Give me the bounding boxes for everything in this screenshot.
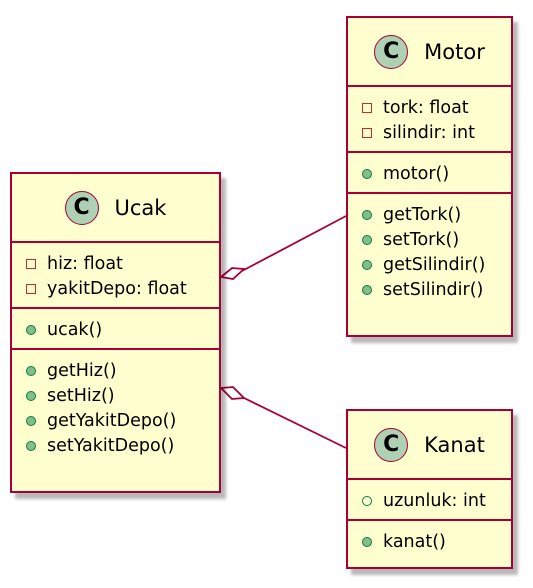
class-ucak-fields: hiz: float yakitDepo: float bbox=[12, 243, 219, 309]
method-text: getTork() bbox=[383, 204, 462, 225]
public-visibility-icon bbox=[362, 209, 372, 220]
public-visibility-icon bbox=[362, 234, 372, 245]
class-kanat-header: C Kanat bbox=[348, 411, 511, 480]
method-row: setSilindir() bbox=[362, 277, 511, 302]
ucak-motor-link-line bbox=[241, 215, 347, 272]
method-row: motor() bbox=[362, 161, 511, 186]
private-visibility-icon bbox=[362, 102, 372, 113]
class-kanat-fields: uzunluk: int bbox=[348, 480, 511, 521]
field-text: yakitDepo: float bbox=[47, 278, 187, 299]
method-row: getYakitDepo() bbox=[26, 408, 219, 433]
field-text: hiz: float bbox=[47, 253, 123, 274]
class-kanat-constructors: kanat() bbox=[348, 521, 511, 560]
ucak-motor-aggregation-diamond-icon bbox=[218, 267, 247, 280]
method-row: ucak() bbox=[26, 317, 219, 342]
class-kanat[interactable]: C Kanat uzunluk: int kanat() bbox=[346, 409, 513, 569]
method-text: setHiz() bbox=[47, 385, 115, 406]
public-visibility-icon bbox=[362, 495, 372, 506]
class-motor-header: C Motor bbox=[348, 18, 511, 87]
method-row: getHiz() bbox=[26, 358, 219, 383]
field-text: silindir: int bbox=[383, 122, 475, 143]
class-kanat-name: Kanat bbox=[424, 432, 485, 457]
class-ucak-methods: getHiz() setHiz() getYakitDepo() setYaki… bbox=[12, 350, 219, 464]
method-row: setTork() bbox=[362, 227, 511, 252]
method-text: setTork() bbox=[383, 229, 460, 250]
method-row: getTork() bbox=[362, 202, 511, 227]
class-stereotype-icon: C bbox=[64, 190, 99, 225]
public-visibility-icon bbox=[26, 415, 36, 426]
field-row: yakitDepo: float bbox=[26, 276, 219, 301]
method-text: getSilindir() bbox=[383, 254, 486, 275]
method-row: setHiz() bbox=[26, 383, 219, 408]
public-visibility-icon bbox=[362, 259, 372, 270]
class-motor-fields: tork: float silindir: int bbox=[348, 87, 511, 153]
class-stereotype-icon: C bbox=[374, 34, 409, 69]
field-row: silindir: int bbox=[362, 120, 511, 145]
class-motor-methods: getTork() setTork() getSilindir() setSil… bbox=[348, 194, 511, 308]
private-visibility-icon bbox=[26, 258, 36, 269]
class-stereotype-icon: C bbox=[374, 427, 409, 462]
public-visibility-icon bbox=[26, 365, 36, 376]
class-ucak-name: Ucak bbox=[114, 195, 167, 220]
public-visibility-icon bbox=[362, 284, 372, 295]
field-row: hiz: float bbox=[26, 251, 219, 276]
method-text: setSilindir() bbox=[383, 279, 484, 300]
public-visibility-icon bbox=[362, 168, 372, 179]
public-visibility-icon bbox=[26, 324, 36, 335]
field-row: uzunluk: int bbox=[362, 488, 511, 513]
public-visibility-icon bbox=[26, 390, 36, 401]
public-visibility-icon bbox=[362, 536, 372, 547]
method-text: setYakitDepo() bbox=[47, 435, 175, 456]
class-motor-constructors: motor() bbox=[348, 153, 511, 194]
ucak-kanat-link-line bbox=[241, 396, 347, 449]
method-text: motor() bbox=[383, 163, 450, 184]
method-row: getSilindir() bbox=[362, 252, 511, 277]
public-visibility-icon bbox=[26, 440, 36, 451]
method-text: getYakitDepo() bbox=[47, 410, 177, 431]
private-visibility-icon bbox=[362, 127, 372, 138]
class-motor[interactable]: C Motor tork: float silindir: int motor(… bbox=[346, 16, 513, 337]
field-text: uzunluk: int bbox=[383, 490, 486, 511]
ucak-kanat-aggregation-diamond-icon bbox=[218, 386, 247, 400]
class-ucak[interactable]: C Ucak hiz: float yakitDepo: float ucak(… bbox=[10, 172, 221, 493]
class-ucak-header: C Ucak bbox=[12, 174, 219, 243]
field-row: tork: float bbox=[362, 95, 511, 120]
field-text: tork: float bbox=[383, 97, 469, 118]
method-row: kanat() bbox=[362, 529, 511, 554]
class-motor-name: Motor bbox=[424, 39, 485, 64]
method-text: getHiz() bbox=[47, 360, 117, 381]
method-text: ucak() bbox=[47, 319, 103, 340]
method-text: kanat() bbox=[383, 531, 446, 552]
method-row: setYakitDepo() bbox=[26, 433, 219, 458]
private-visibility-icon bbox=[26, 283, 36, 294]
class-ucak-constructors: ucak() bbox=[12, 309, 219, 350]
